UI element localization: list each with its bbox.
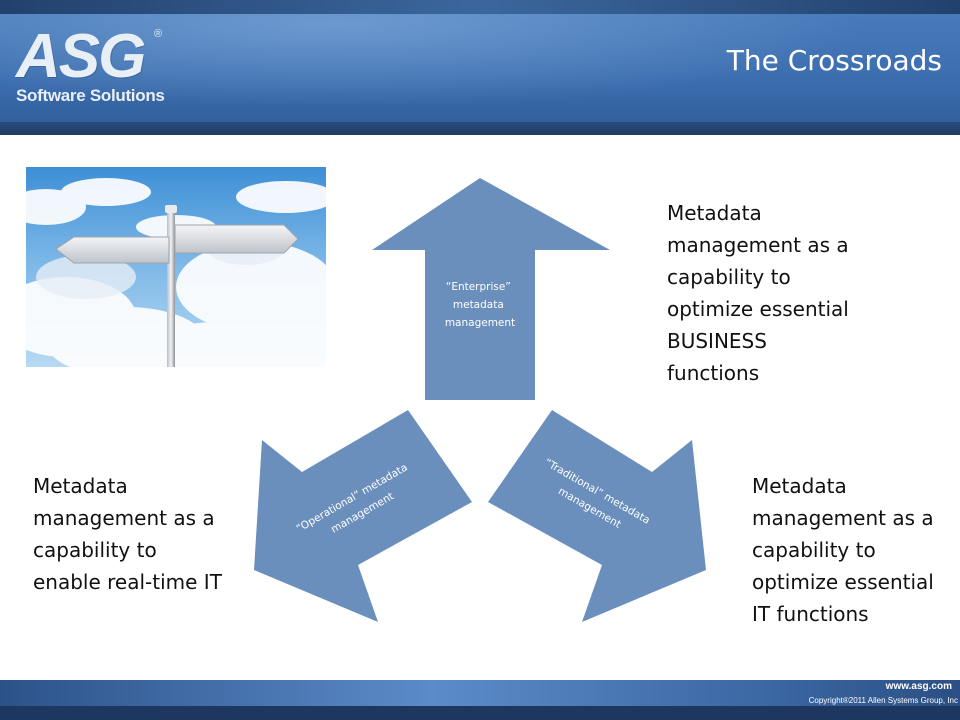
enterprise-arrow-label-2: metadata	[453, 299, 504, 311]
enterprise-arrow-label-3: management	[445, 317, 515, 329]
website-link[interactable]: www.asg.com	[885, 681, 952, 692]
registered-mark: ®	[154, 28, 163, 40]
enterprise-arrow-label-1: “Enterprise”	[446, 281, 511, 293]
header-bottom-band	[0, 122, 960, 135]
copyright-text: Copyright®2011 Allen Systems Group, Inc	[808, 696, 958, 705]
slide-header: ASG ® Software Solutions The Crossroads	[0, 0, 960, 135]
realtime-it-caption: Metadata management as a capability to e…	[33, 474, 222, 594]
svg-text:“Enterprise” metadata: “Enterprise” metadata management	[445, 281, 515, 329]
logo-mark: ASG	[16, 22, 146, 91]
enterprise-arrow: “Enterprise” metadata management	[372, 178, 610, 400]
operational-arrow: “Operational” metadata management	[254, 410, 472, 622]
signpost-photo	[26, 167, 326, 367]
slide-footer	[0, 680, 960, 720]
business-caption: Metadata management as a capability to o…	[667, 201, 849, 385]
header-top-band	[0, 0, 960, 14]
crossroads-arrows: “Enterprise” metadata management “Operat…	[240, 170, 720, 630]
traditional-arrow: “Traditional” metadata management	[488, 410, 706, 622]
slide-title: The Crossroads	[726, 44, 942, 77]
it-functions-caption: Metadata management as a capability to o…	[752, 474, 934, 626]
asg-logo: ASG ® Software Solutions	[16, 26, 166, 108]
logo-subtitle: Software Solutions	[16, 86, 165, 105]
